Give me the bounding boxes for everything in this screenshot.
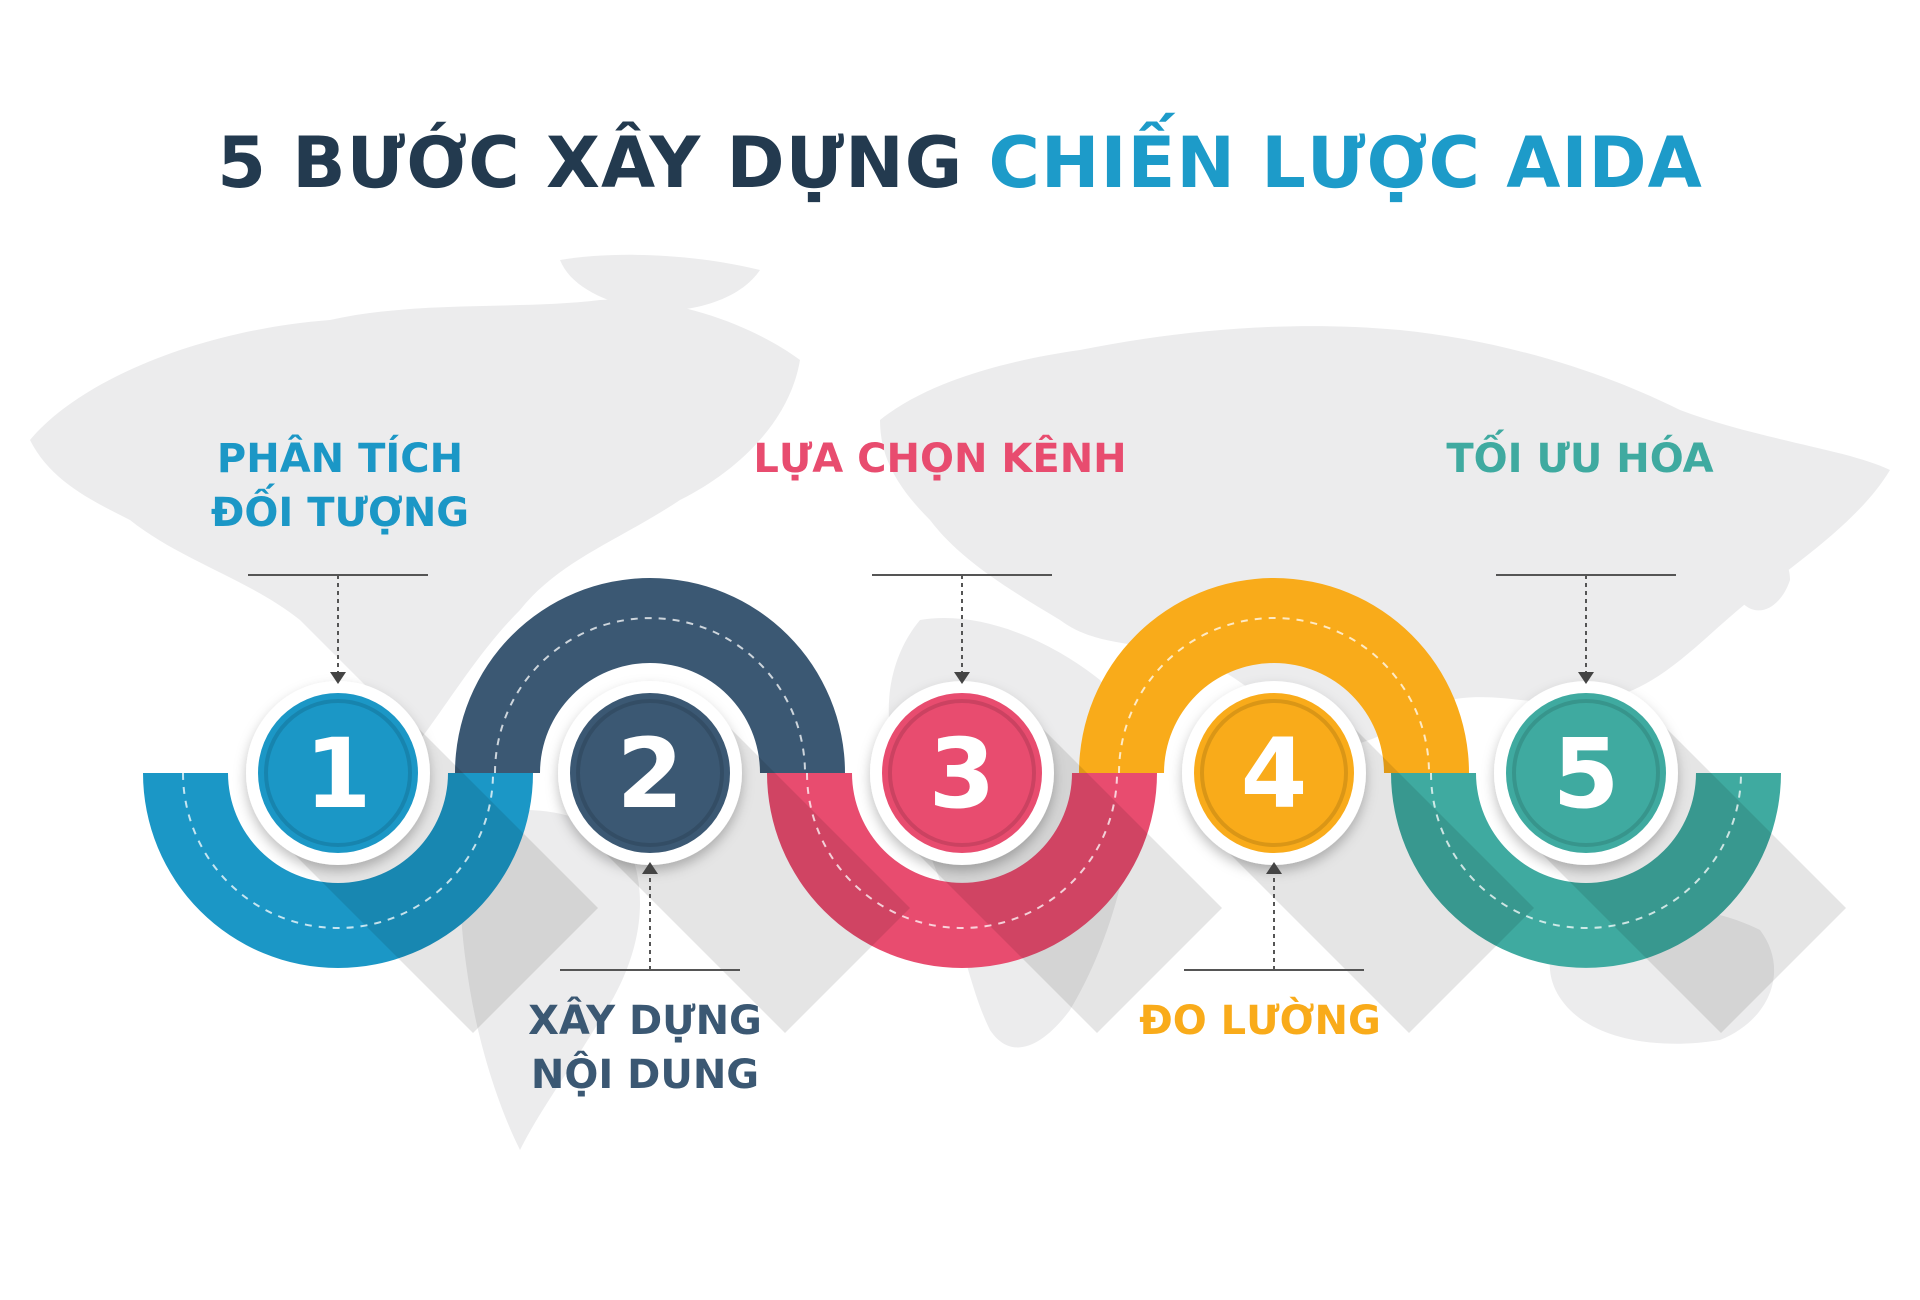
title-part-dark: 5 BƯỚC XÂY DỰNG bbox=[217, 122, 964, 204]
step-2-arc-band bbox=[455, 578, 845, 773]
step-4-circle bbox=[1194, 693, 1354, 853]
step-4-arrow-icon bbox=[1266, 862, 1282, 874]
step-2-arrow-icon bbox=[642, 862, 658, 874]
step-5-dashed-path bbox=[1430, 772, 1742, 929]
step-5-label-line-1: TỐI ƯU HÓA bbox=[1446, 436, 1714, 482]
step-4-dashed-path bbox=[1118, 617, 1430, 774]
step-3-number: 3 bbox=[929, 718, 996, 830]
step-5-label: TỐI ƯU HÓA bbox=[1410, 432, 1750, 486]
step-1-dashed-path bbox=[182, 772, 494, 929]
step-5-arrow-icon bbox=[1578, 672, 1594, 684]
step-2-label-line-1: XÂY DỰNG bbox=[528, 998, 762, 1044]
step-3-arc-band bbox=[767, 773, 1157, 968]
step-1-arc-band bbox=[143, 773, 533, 968]
step-3-dashed-path bbox=[806, 772, 1118, 929]
step-5-circle bbox=[1506, 693, 1666, 853]
step-1-arrow-icon bbox=[330, 672, 346, 684]
step-4-label-line-1: ĐO LƯỜNG bbox=[1139, 998, 1381, 1044]
step-1-label-line-1: PHÂN TÍCH bbox=[216, 436, 464, 482]
step-5-arc-band bbox=[1391, 773, 1781, 968]
step-4-label: ĐO LƯỜNG bbox=[1110, 994, 1410, 1048]
step-3-label-line-1: LỰA CHỌN KÊNH bbox=[753, 436, 1127, 482]
page-title: 5 BƯỚC XÂY DỰNG CHIẾN LƯỢC AIDA bbox=[0, 122, 1920, 204]
step-2-number: 2 bbox=[617, 718, 684, 830]
step-5-circle-inner-ring bbox=[1512, 699, 1660, 847]
step-2-circle-inner-ring bbox=[576, 699, 724, 847]
step-5-number: 5 bbox=[1553, 718, 1620, 830]
step-2-dashed-path bbox=[494, 617, 806, 774]
step-4-circle-inner-ring bbox=[1200, 699, 1348, 847]
step-4-arc-band bbox=[1079, 578, 1469, 773]
step-3-arrow-icon bbox=[954, 672, 970, 684]
step-1-label-line-2: ĐỐI TƯỢNG bbox=[210, 490, 470, 536]
step-2-label-line-2: NỘI DUNG bbox=[530, 1052, 760, 1098]
step-4-number: 4 bbox=[1241, 718, 1308, 830]
step-1-label: PHÂN TÍCH ĐỐI TƯỢNG bbox=[190, 432, 490, 540]
step-3-circle-inner-ring bbox=[888, 699, 1036, 847]
step-1-circle bbox=[258, 693, 418, 853]
step-2-label: XÂY DỰNG NỘI DUNG bbox=[495, 994, 795, 1102]
title-part-accent: CHIẾN LƯỢC AIDA bbox=[988, 122, 1703, 204]
step-1-circle-inner-ring bbox=[264, 699, 412, 847]
step-2-circle bbox=[570, 693, 730, 853]
step-3-label: LỰA CHỌN KÊNH bbox=[720, 432, 1160, 486]
step-3-circle bbox=[882, 693, 1042, 853]
step-1-number: 1 bbox=[305, 718, 372, 830]
